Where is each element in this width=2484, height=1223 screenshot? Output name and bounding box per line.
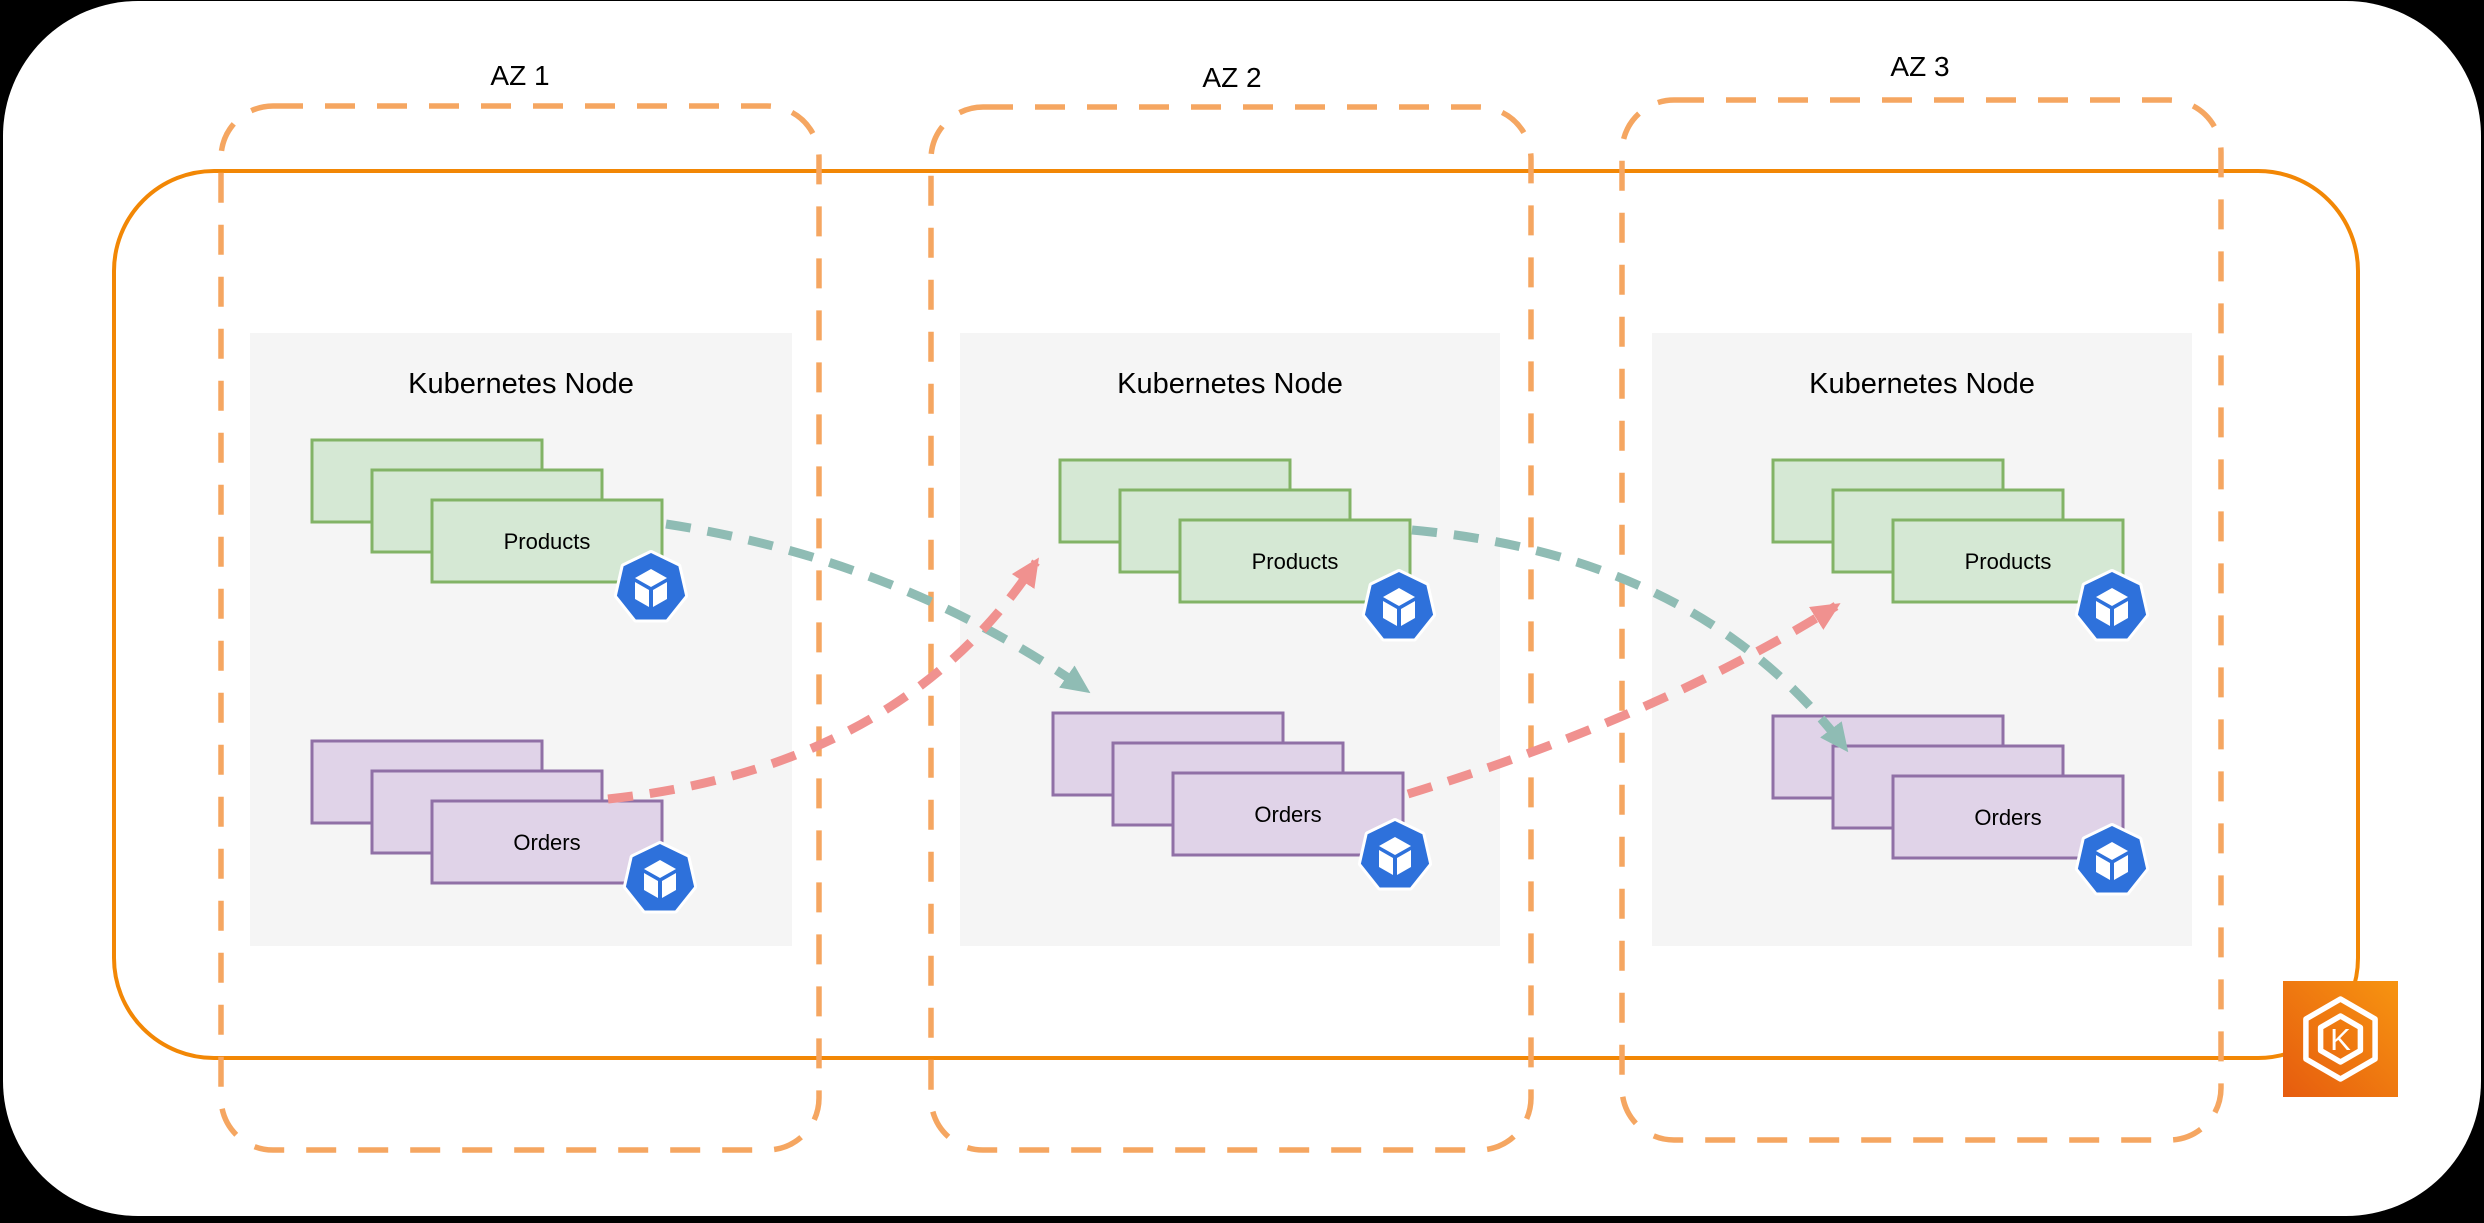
az2-boundary: [928, 104, 1534, 1153]
az2-products-label: Products: [1252, 549, 1339, 574]
az3-label: AZ 3: [1890, 51, 1949, 82]
az2-label: AZ 2: [1202, 62, 1261, 93]
az3-boundary: [1619, 97, 2224, 1143]
eks-icon-letter: K: [2330, 1022, 2351, 1057]
az2-orders-stack: Orders: [1051, 711, 1405, 857]
eks-icon-inner-hexagon: [2317, 1013, 2364, 1065]
az1-orders-label: Orders: [513, 830, 580, 855]
eks-icon-outer-hexagon: [2303, 996, 2378, 1082]
az2-orders-label: Orders: [1254, 802, 1321, 827]
arrow-az1-orders-to-az2-products: [607, 557, 1040, 804]
az1-boundary: [218, 103, 822, 1153]
kubernetes-pod-icon: [2078, 572, 2146, 639]
kubernetes-pod-icon: [2078, 826, 2146, 893]
products-replica-rect: [1891, 518, 2125, 604]
kubernetes-pod-icon: [1361, 821, 1429, 888]
amazon-eks-icon: K: [2283, 981, 2398, 1097]
kubernetes-pod-icon: [626, 844, 694, 911]
kubernetes-pod-icon: [1365, 572, 1433, 639]
az1-products-stack: Products: [310, 438, 664, 584]
az3-products-label: Products: [1965, 549, 2052, 574]
az2-node-title: Kubernetes Node: [1117, 368, 1343, 400]
kubernetes-pod-icon: [617, 553, 685, 620]
az1-label: AZ 1: [490, 60, 549, 91]
az1-orders-stack: Orders: [310, 739, 664, 885]
orders-replica-rect: [430, 799, 664, 885]
arrow-az1-products-to-az2-orders: [665, 519, 1091, 694]
az1-products-label: Products: [504, 529, 591, 554]
az1-node-title: Kubernetes Node: [408, 368, 634, 400]
az3-orders-label: Orders: [1974, 805, 2041, 830]
arrow-az2-products-to-az3-orders: [1411, 525, 1849, 753]
az3-node-title: Kubernetes Node: [1809, 368, 2035, 400]
eks-cluster-boundary: [112, 169, 2360, 1060]
az3-products-stack: Products: [1771, 458, 2125, 604]
